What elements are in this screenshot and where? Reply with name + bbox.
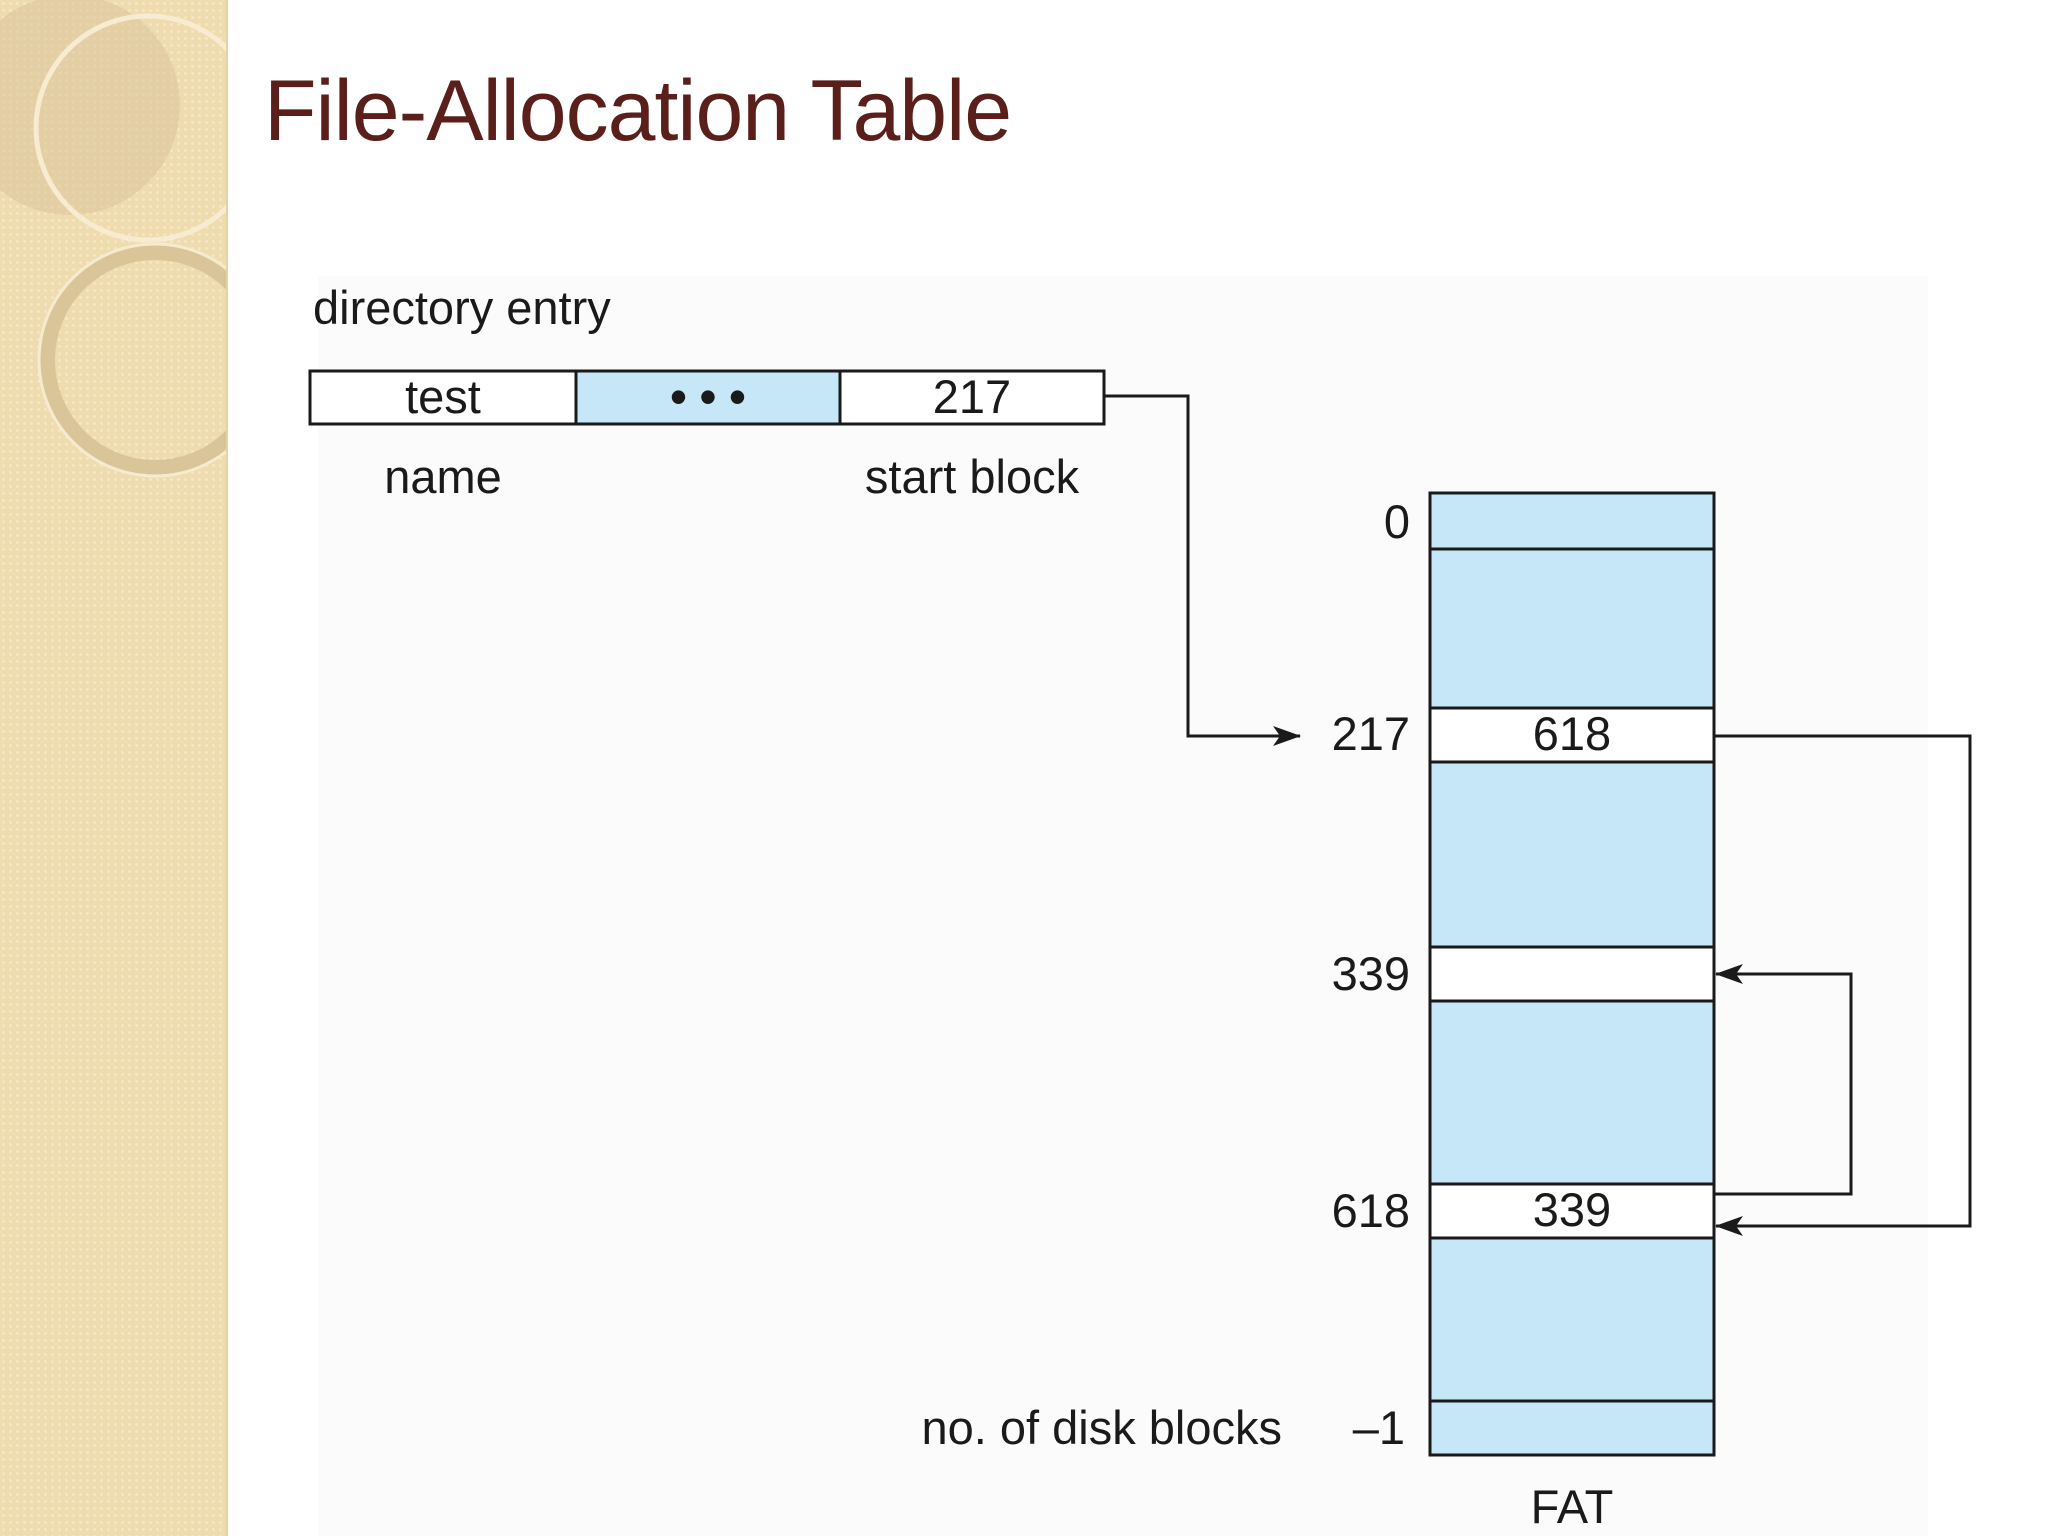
ellipsis-cell [574,369,842,426]
slide-title: File-Allocation Table [264,63,1012,159]
fat-value-at-217: 618 [1533,707,1611,760]
fat-label: FAT [1531,1480,1614,1533]
fat-entry-217 [1428,706,1716,764]
decorative-side-band [0,0,273,1536]
ellipsis-glyph: • • • [670,370,745,423]
fat-table: 618 339 [1428,491,1716,1457]
fat-value-at-618: 339 [1533,1183,1611,1236]
arrow-start-to-217 [1104,394,1301,746]
fat-index-339: 339 [1332,947,1410,1000]
fat-index-217: 217 [1332,707,1410,760]
disk-blocks-label: no. of disk blocks [921,1401,1282,1454]
name-label: name [384,450,502,503]
directory-entry-row: test • • • 217 [308,369,1106,426]
name-value: test [405,370,481,423]
fat-entry-618 [1428,1182,1716,1240]
start-block-value: 217 [933,370,1011,423]
fat-index-618: 618 [1332,1184,1410,1237]
arrow-217-to-618 [1714,734,1972,1236]
fat-index-0: 0 [1384,495,1410,548]
disk-blocks-value: –1 [1353,1401,1405,1454]
start-block-label: start block [865,450,1080,503]
fat-entry-339 [1428,945,1716,1003]
arrow-618-to-339 [1714,964,1853,1196]
directory-entry-label: directory entry [313,281,611,334]
